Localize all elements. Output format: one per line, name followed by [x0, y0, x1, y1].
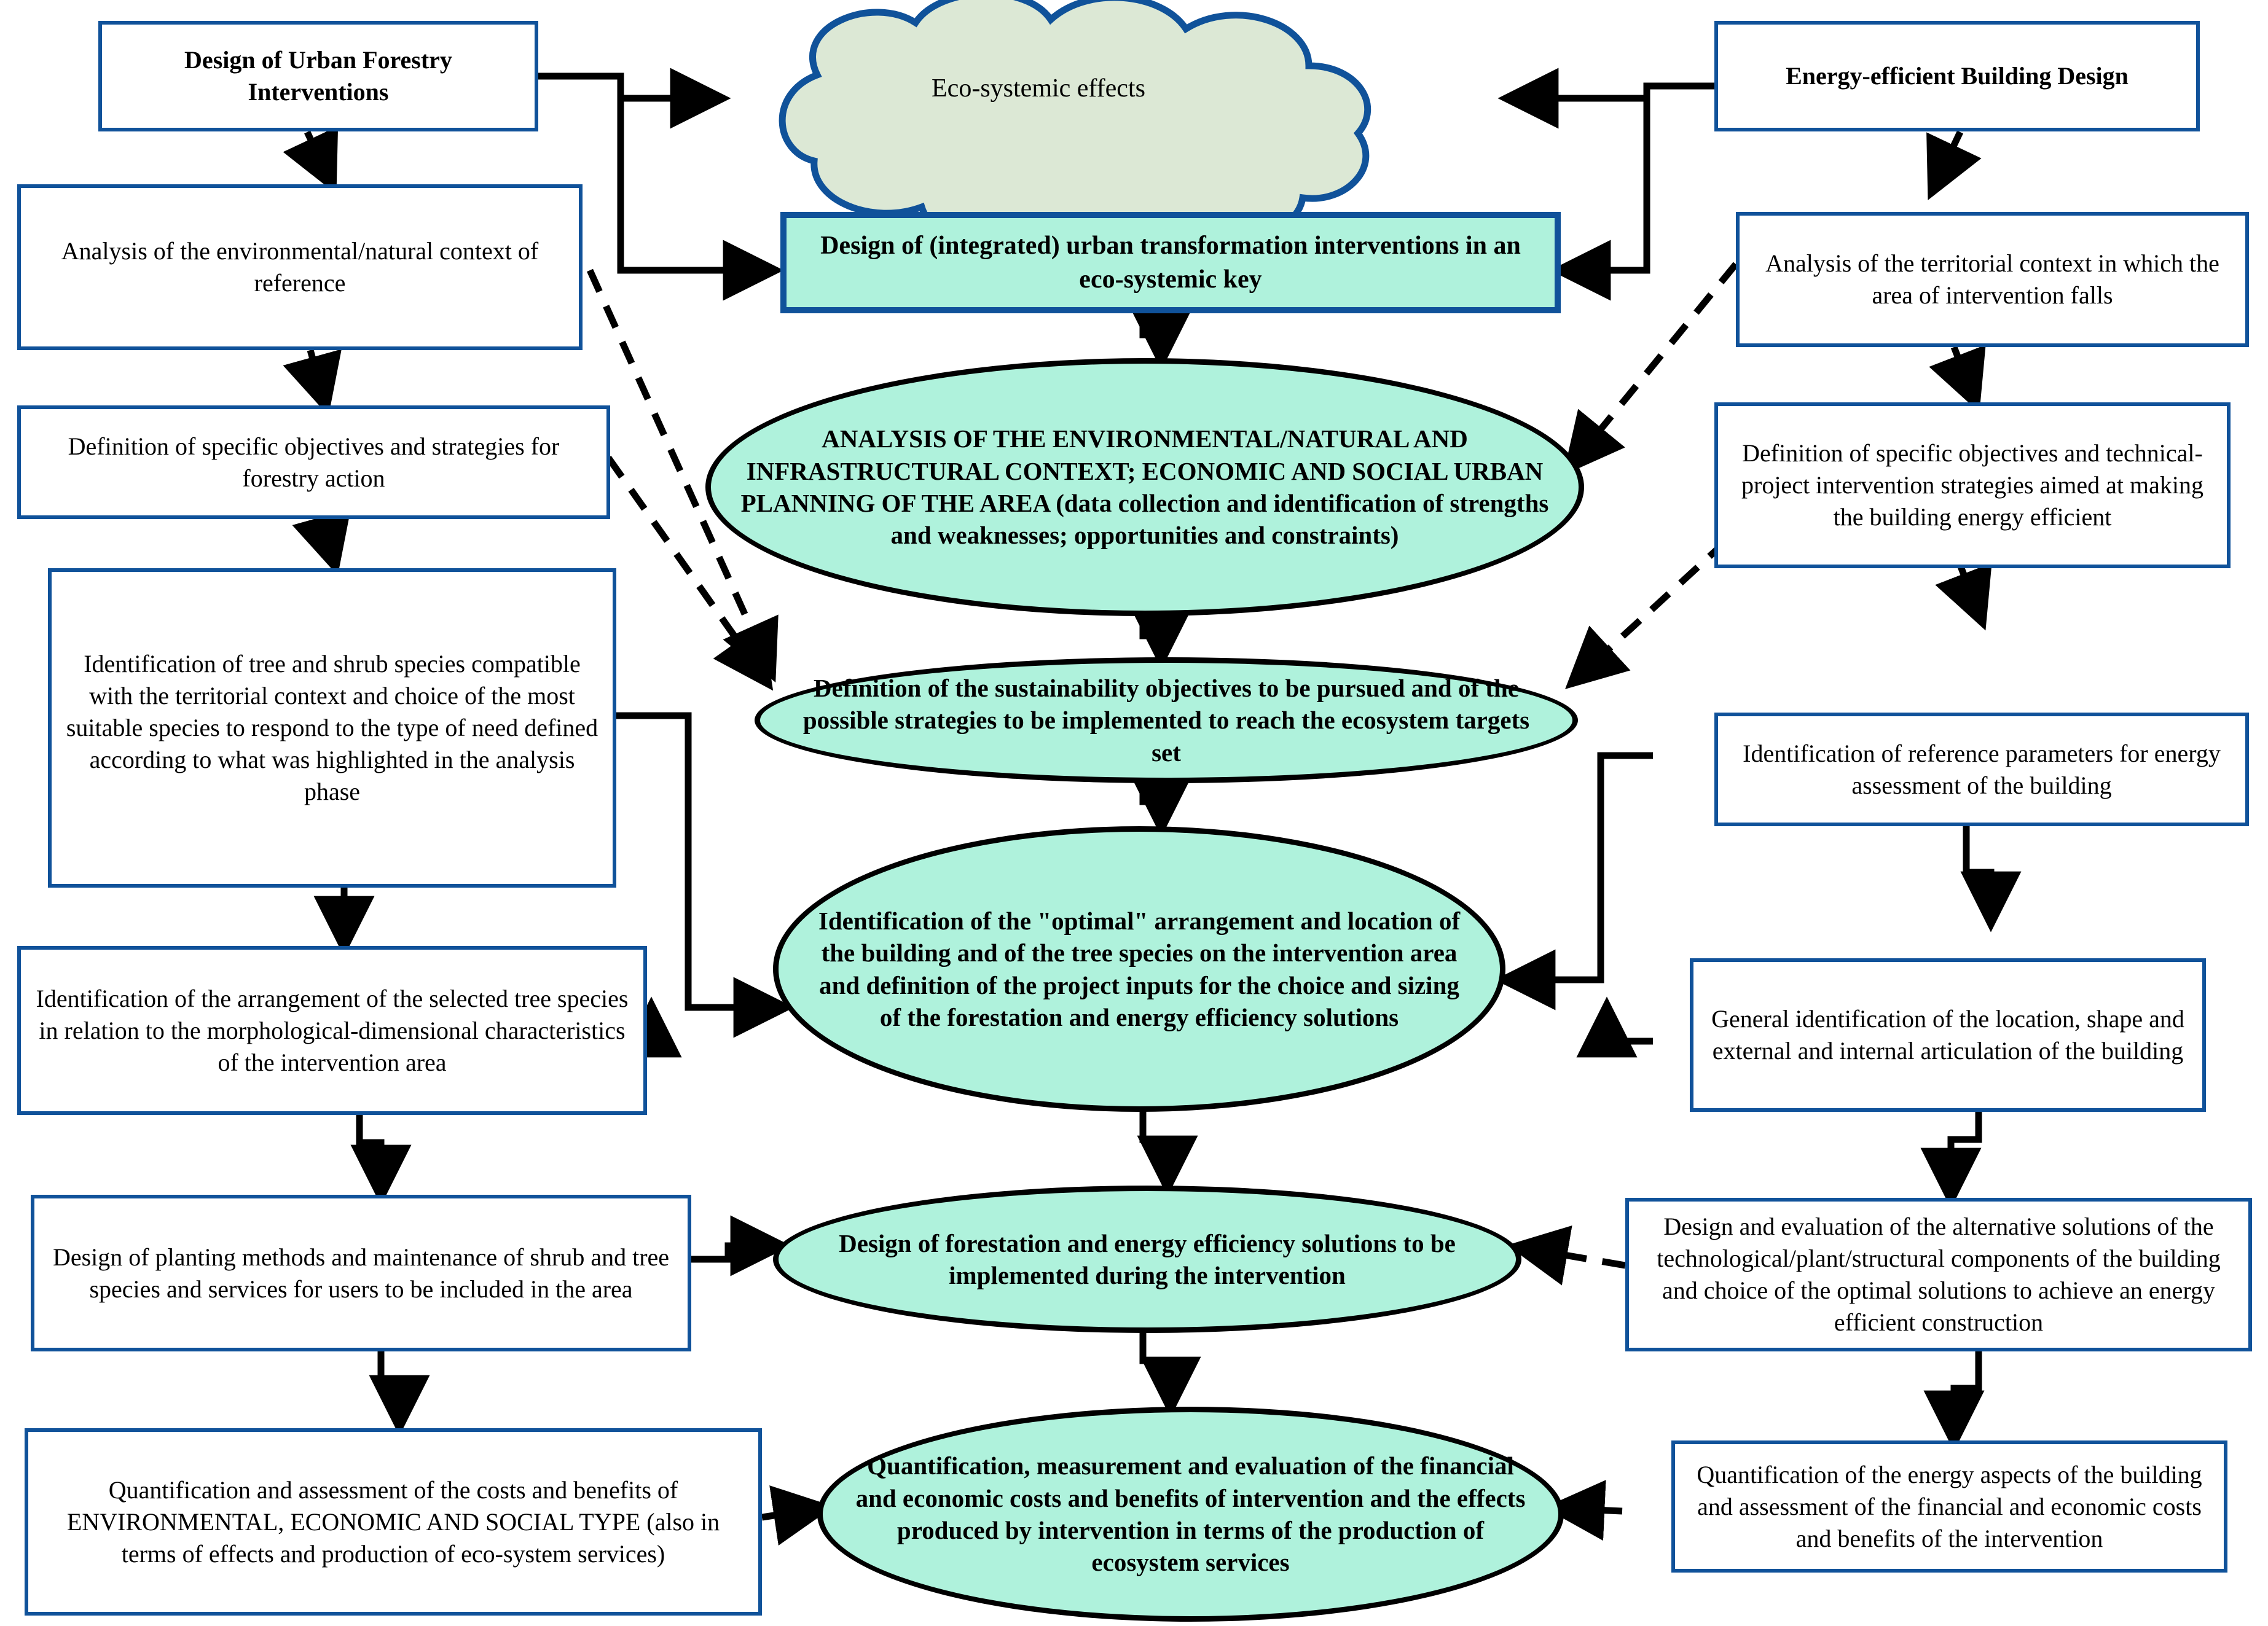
wire-l5-to-l6 — [369, 1351, 430, 1436]
right-item-1[interactable]: Definition of specific objectives and te… — [1714, 402, 2231, 568]
wire-ellipse1-to-ellipse2 — [1131, 608, 1192, 670]
left-item-4[interactable]: Design of planting methods and maintenan… — [31, 1195, 691, 1351]
wire-r1-to-r2 — [1929, 345, 1986, 413]
wire-r3-to-r4 — [1960, 826, 2022, 932]
right-column-header[interactable]: Energy-efficient Building Design — [1714, 21, 2200, 131]
right-item-3[interactable]: General identification of the location, … — [1690, 958, 2206, 1112]
center-header[interactable]: Design of (integrated) urban transformat… — [780, 212, 1561, 313]
left-item-1[interactable]: Definition of specific objectives and st… — [17, 405, 610, 519]
wire-l1-to-l2 — [283, 349, 342, 416]
wire-l0-to-l1 — [283, 126, 339, 194]
wire-rightheader-to-teal — [1550, 98, 1650, 301]
wire-rightheader-to-cloud — [1497, 68, 1714, 129]
cloud-label: Eco-systemic effects — [932, 74, 1145, 103]
wire-r5-dashed-to-ellipse4 — [1507, 1225, 1626, 1286]
wire-cloud-to-teal — [1124, 158, 1186, 223]
left-column-header[interactable]: Design of Urban Forestry Interventions — [98, 21, 538, 131]
wire-l6-dashed-to-ellipse5 — [761, 1485, 834, 1546]
right-item-4[interactable]: Design and evaluation of the alternative… — [1625, 1198, 2252, 1351]
wire-l4-to-l5 — [350, 1112, 412, 1206]
left-item-3[interactable]: Identification of the arrangement of the… — [17, 946, 647, 1115]
wire-r6-dashed-to-ellipse5 — [1544, 1480, 1623, 1541]
wire-ellipse4-to-ellipse5 — [1139, 1330, 1201, 1418]
center-stage-2[interactable]: Identification of the "optimal" arrangem… — [773, 826, 1505, 1112]
wire-r2-to-r3 — [1935, 563, 1992, 631]
wire-l5-to-ellipse4 — [688, 1215, 791, 1276]
wire-r1-dashed-to-ellipse1 — [1563, 262, 1739, 475]
center-stage-0[interactable]: ANALYSIS OF THE ENVIRONMENTAL/NATURAL AN… — [705, 358, 1584, 616]
left-item-2[interactable]: Identification of tree and shrub species… — [48, 568, 616, 888]
wire-leftheader-to-teal — [617, 98, 784, 301]
wire-r0-to-r1 — [1926, 130, 1982, 200]
wire-r3-to-center-ellipse3 — [1494, 752, 1653, 1010]
right-item-5[interactable]: Quantification of the energy aspects of … — [1671, 1440, 2227, 1573]
wire-r4-to-center-ellipse3 — [1576, 996, 1653, 1058]
right-item-0[interactable]: Analysis of the territorial context in w… — [1736, 212, 2249, 347]
right-item-2[interactable]: Identification of reference parameters f… — [1714, 713, 2249, 826]
left-item-0[interactable]: Analysis of the environmental/natural co… — [17, 184, 583, 350]
left-item-5[interactable]: Quantification and assessment of the cos… — [25, 1428, 762, 1616]
wire-ellipse3-to-ellipse4 — [1137, 1109, 1198, 1197]
wire-r4-to-r5 — [1920, 1106, 1982, 1209]
wire-ellipse2-to-ellipse3 — [1131, 776, 1192, 837]
wire-r5-to-r6 — [1923, 1351, 1985, 1452]
center-stage-4[interactable]: Quantification, measurement and evaluati… — [817, 1407, 1564, 1622]
wire-teal-to-ellipse1 — [1131, 309, 1192, 370]
wire-r2-dashed-to-ellipse2 — [1565, 537, 1729, 689]
center-stage-3[interactable]: Design of forestation and energy efficie… — [773, 1186, 1521, 1333]
center-stage-1[interactable]: Definition of the sustainability objecti… — [755, 657, 1578, 783]
wire-leftheader-to-cloud — [538, 68, 731, 129]
